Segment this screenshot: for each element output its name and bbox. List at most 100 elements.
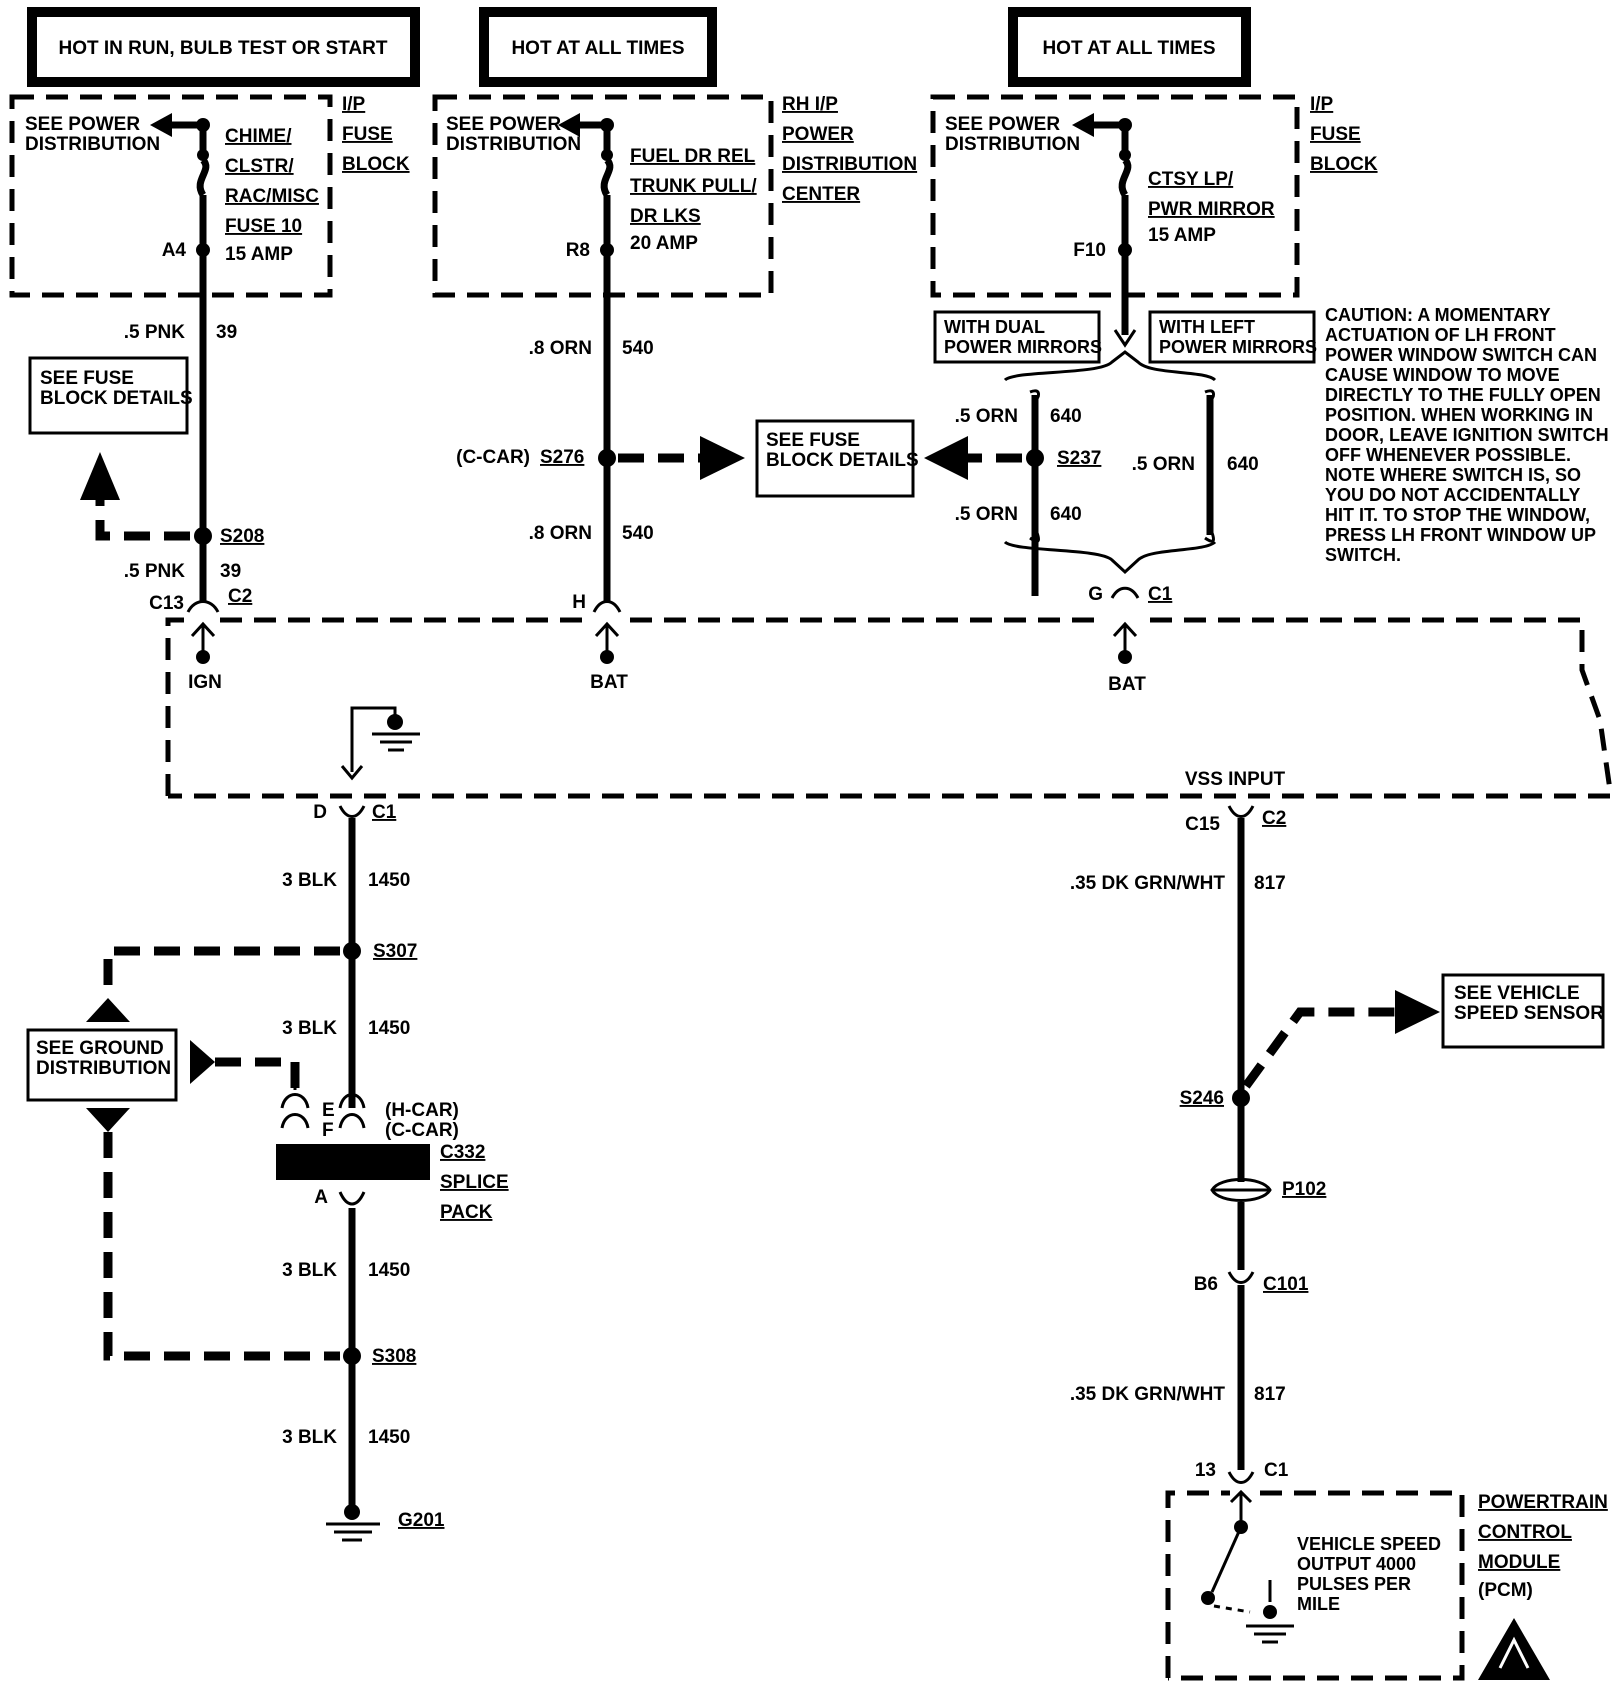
note-see-ground: SEE GROUND DISTRIBUTION: [26, 1028, 178, 1102]
esd-warning-icon: [1478, 1618, 1550, 1680]
svg-text:817: 817: [1254, 873, 1286, 894]
connector-c13: C13 C2 IGN: [149, 586, 252, 693]
svg-text:IGN: IGN: [188, 672, 222, 693]
arrow-right-icon: [1395, 990, 1440, 1034]
svg-text:(C-CAR): (C-CAR): [385, 1120, 459, 1141]
arrow-icon: [558, 113, 580, 137]
svg-text:13: 13: [1195, 1460, 1216, 1481]
svg-text:C1: C1: [372, 802, 397, 823]
svg-text:OUTPUT 4000: OUTPUT 4000: [1297, 1554, 1416, 1574]
svg-text:WITH DUAL: WITH DUAL: [944, 317, 1045, 337]
svg-text:SPLICE: SPLICE: [440, 1172, 509, 1193]
svg-text:DISTRIBUTION: DISTRIBUTION: [945, 134, 1080, 155]
svg-text:1450: 1450: [368, 1018, 410, 1039]
svg-text:RH I/P: RH I/P: [782, 94, 838, 115]
svg-text:BLOCK: BLOCK: [342, 154, 410, 175]
svg-text:MILE: MILE: [1297, 1594, 1340, 1614]
note-see-vss: SEE VEHICLE SPEED SENSOR: [1441, 973, 1605, 1049]
svg-text:DISTRIBUTION: DISTRIBUTION: [782, 154, 917, 175]
svg-text:SEE POWER: SEE POWER: [25, 114, 140, 135]
splice-s307: [343, 942, 361, 960]
svg-text:POWERTRAIN: POWERTRAIN: [1478, 1492, 1608, 1513]
svg-text:CHIME/: CHIME/: [225, 126, 292, 147]
svg-text:FUSE: FUSE: [1310, 124, 1361, 145]
svg-text:39: 39: [220, 561, 241, 582]
fuse-block-left: SEE POWER DISTRIBUTION A4 CHIME/ CLSTR/ …: [9, 94, 410, 298]
svg-text:SEE VEHICLE: SEE VEHICLE: [1454, 983, 1580, 1004]
caution-note: CAUTION: A MOMENTARY ACTUATION OF LH FRO…: [1325, 305, 1609, 565]
svg-text:.5 ORN: .5 ORN: [955, 406, 1018, 427]
svg-text:.5 PNK: .5 PNK: [124, 322, 186, 343]
svg-text:3 BLK: 3 BLK: [282, 1260, 337, 1281]
svg-text:MODULE: MODULE: [1478, 1552, 1560, 1573]
svg-text:A4: A4: [162, 240, 187, 261]
arrow-down-icon: [86, 1108, 130, 1132]
svg-text:D: D: [313, 802, 327, 823]
svg-text:PACK: PACK: [440, 1202, 493, 1223]
arrow-right-icon: [700, 436, 745, 480]
svg-text:PWR MIRROR: PWR MIRROR: [1148, 199, 1275, 220]
arrow-up-icon: [80, 452, 120, 500]
svg-text:DR LKS: DR LKS: [630, 206, 701, 227]
svg-text:BLOCK DETAILS: BLOCK DETAILS: [40, 388, 193, 409]
svg-text:VEHICLE SPEED: VEHICLE SPEED: [1297, 1534, 1441, 1554]
svg-text:3 BLK: 3 BLK: [282, 870, 337, 891]
splice-s276: [598, 449, 616, 467]
svg-text:1450: 1450: [368, 1260, 410, 1281]
svg-text:640: 640: [1050, 406, 1082, 427]
svg-text:CLSTR/: CLSTR/: [225, 156, 294, 177]
svg-text:CAUSE WINDOW TO MOVE: CAUSE WINDOW TO MOVE: [1325, 365, 1560, 385]
pcm-module: VEHICLE SPEED OUTPUT 4000 PULSES PER MIL…: [1165, 1489, 1608, 1681]
svg-text:C2: C2: [1262, 808, 1286, 829]
svg-text:817: 817: [1254, 1384, 1286, 1405]
svg-text:.35 DK GRN/WHT: .35 DK GRN/WHT: [1070, 873, 1226, 894]
svg-text:DOOR, LEAVE IGNITION SWITCH: DOOR, LEAVE IGNITION SWITCH: [1325, 425, 1609, 445]
cluster-outline: [165, 617, 1613, 799]
svg-text:C1: C1: [1148, 584, 1173, 605]
svg-text:39: 39: [216, 322, 237, 343]
svg-text:ACTUATION OF LH FRONT: ACTUATION OF LH FRONT: [1325, 325, 1556, 345]
svg-text:FUSE 10: FUSE 10: [225, 216, 302, 237]
ground-icon: [340, 706, 420, 781]
svg-text:SEE POWER: SEE POWER: [446, 114, 561, 135]
splice-s237: [1026, 449, 1044, 467]
header-left: HOT IN RUN, BULB TEST OR START: [27, 7, 420, 87]
svg-text:BLOCK DETAILS: BLOCK DETAILS: [766, 450, 919, 471]
circuit-817: C15 C2 .35 DK GRN/WHT 817 S246 P102 B6 C…: [1070, 805, 1440, 1484]
svg-text:.5 PNK: .5 PNK: [124, 561, 186, 582]
svg-text:.8 ORN: .8 ORN: [529, 338, 592, 359]
connector-h: H BAT: [572, 592, 628, 693]
svg-text:SEE GROUND: SEE GROUND: [36, 1038, 164, 1059]
svg-text:DISTRIBUTION: DISTRIBUTION: [25, 134, 160, 155]
svg-text:R8: R8: [566, 240, 590, 261]
svg-text:20 AMP: 20 AMP: [630, 233, 698, 254]
svg-text:S246: S246: [1180, 1088, 1224, 1109]
svg-text:H: H: [572, 592, 586, 613]
circuit-1450: D C1 3 BLK 1450 S307 3 BLK 1450 E F (H-C…: [86, 802, 509, 1542]
splice-s308: [343, 1347, 361, 1365]
header-right: HOT AT ALL TIMES: [1008, 7, 1251, 87]
note-see-fuse-left: SEE FUSE BLOCK DETAILS: [28, 356, 193, 435]
svg-text:DISTRIBUTION: DISTRIBUTION: [446, 134, 581, 155]
svg-text:PULSES PER: PULSES PER: [1297, 1574, 1411, 1594]
arrow-left-icon: [924, 436, 968, 480]
svg-text:C2: C2: [228, 586, 252, 607]
svg-text:15 AMP: 15 AMP: [225, 244, 293, 265]
circuit-640: WITH DUAL POWER MIRRORS WITH LEFT POWER …: [924, 250, 1317, 596]
svg-text:HOT AT ALL TIMES: HOT AT ALL TIMES: [1042, 38, 1215, 59]
arrow-icon: [150, 113, 172, 137]
svg-text:TRUNK PULL/: TRUNK PULL/: [630, 176, 757, 197]
svg-text:540: 540: [622, 338, 654, 359]
svg-text:SEE POWER: SEE POWER: [945, 114, 1060, 135]
svg-text:SPEED SENSOR: SPEED SENSOR: [1454, 1003, 1604, 1024]
svg-text:3 BLK: 3 BLK: [282, 1427, 337, 1448]
svg-text:HOT AT ALL TIMES: HOT AT ALL TIMES: [511, 38, 684, 59]
svg-text:C13: C13: [149, 593, 184, 614]
svg-text:BAT: BAT: [590, 672, 628, 693]
svg-text:S307: S307: [373, 941, 417, 962]
svg-text:S276: S276: [540, 447, 584, 468]
svg-text:.35 DK GRN/WHT: .35 DK GRN/WHT: [1070, 1384, 1226, 1405]
svg-text:640: 640: [1227, 454, 1259, 475]
svg-text:G201: G201: [398, 1510, 445, 1531]
